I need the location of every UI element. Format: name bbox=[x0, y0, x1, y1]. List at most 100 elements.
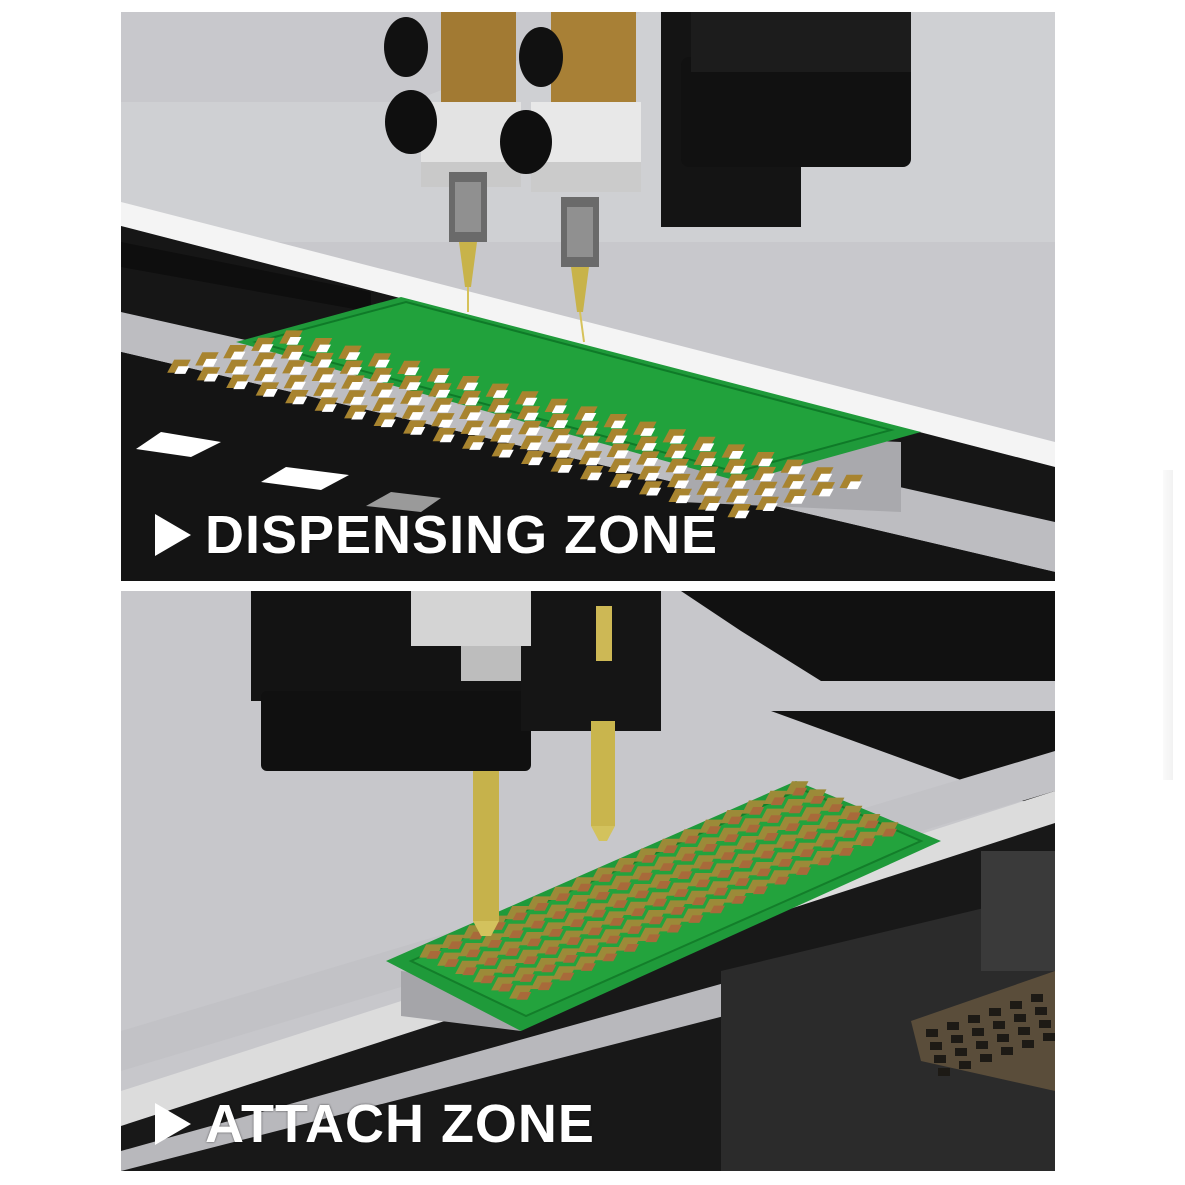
pcb-pad bbox=[671, 450, 687, 459]
pcb-pad bbox=[377, 389, 393, 398]
pcb-pad bbox=[259, 359, 275, 367]
pcb-pad bbox=[551, 911, 567, 919]
pcb-pad bbox=[554, 435, 570, 443]
pcb-pad bbox=[788, 805, 804, 814]
pcb-pad bbox=[645, 934, 661, 943]
pcb-pad bbox=[374, 359, 390, 368]
pcb-pad bbox=[623, 944, 639, 952]
play-arrow-icon bbox=[155, 514, 191, 556]
pcb-pad bbox=[530, 920, 546, 929]
pcb-pad bbox=[602, 953, 618, 962]
pcb-pad bbox=[612, 435, 628, 444]
pcb-pad bbox=[762, 503, 778, 511]
pcb-pad bbox=[320, 389, 336, 397]
pcb-pad bbox=[659, 863, 675, 871]
pcb-pad bbox=[781, 841, 797, 849]
pcb-pad bbox=[562, 955, 578, 963]
pcb-pad bbox=[544, 946, 560, 955]
pcb-pad bbox=[262, 389, 278, 397]
pcb-board bbox=[167, 297, 921, 519]
pcb-pad bbox=[727, 816, 743, 825]
pcb-pad bbox=[433, 375, 449, 383]
pcb-pad bbox=[553, 420, 569, 428]
pcb-pad bbox=[480, 975, 496, 984]
pcb-pad bbox=[494, 405, 510, 413]
pcb-pad bbox=[723, 834, 740, 843]
pcb-pad bbox=[467, 427, 483, 435]
pcb-pad bbox=[774, 876, 790, 885]
pcb-pad bbox=[541, 964, 557, 973]
pcb-pad bbox=[569, 919, 585, 928]
pcb-pad bbox=[407, 397, 423, 405]
pcb-pad bbox=[508, 930, 524, 939]
pcb-pad bbox=[587, 927, 603, 936]
pcb-pad bbox=[824, 822, 840, 830]
pcb-pad bbox=[286, 337, 302, 345]
pcb-pad bbox=[351, 411, 367, 420]
tray-cell bbox=[955, 1048, 967, 1056]
tray-cell bbox=[1018, 1027, 1030, 1035]
pcb-pad bbox=[728, 451, 744, 459]
tray-cell bbox=[1039, 1020, 1051, 1028]
pcb-pad bbox=[483, 957, 499, 966]
pcb-pad bbox=[716, 870, 733, 878]
pcb-pad bbox=[523, 956, 539, 965]
pcb-pad bbox=[670, 907, 686, 915]
pcb-pad bbox=[745, 824, 761, 833]
tray-cell bbox=[930, 1042, 942, 1050]
pcb-pad bbox=[345, 352, 361, 360]
pcb-pad bbox=[643, 458, 659, 466]
pcb-pad bbox=[634, 890, 650, 899]
pcb-pad bbox=[610, 420, 626, 429]
pcb-pad bbox=[817, 857, 833, 866]
pcb-pad bbox=[466, 412, 482, 421]
pcb-pad bbox=[464, 397, 480, 406]
tray-cell bbox=[997, 1034, 1009, 1042]
tray-cell bbox=[1001, 1047, 1013, 1055]
pcb-pad bbox=[587, 472, 603, 481]
pcb-pad bbox=[677, 871, 693, 880]
pcb-pad bbox=[317, 359, 333, 368]
pcb-pad bbox=[487, 940, 503, 948]
attach-zone-caption: ATTACH ZONE bbox=[155, 1093, 595, 1155]
pcb-pad bbox=[492, 390, 508, 398]
pcb-pad bbox=[498, 983, 514, 992]
pcb-pad bbox=[605, 935, 621, 944]
pcb-pad bbox=[465, 949, 481, 958]
pcb-pad bbox=[705, 503, 721, 511]
pcb-pad bbox=[662, 845, 679, 854]
pcb-pad bbox=[703, 488, 719, 496]
pcb-pad bbox=[666, 924, 682, 933]
pcb-pad bbox=[730, 465, 746, 474]
pcb-pad bbox=[615, 465, 631, 473]
pcb-pad bbox=[501, 966, 517, 974]
pcb-pad bbox=[698, 861, 715, 870]
pcb-pad bbox=[581, 413, 597, 421]
pcb-board bbox=[386, 781, 941, 1031]
tray-cell bbox=[968, 1015, 980, 1023]
pcb-pad bbox=[790, 496, 806, 504]
pcb-pad bbox=[795, 867, 812, 875]
pcb-pad bbox=[462, 967, 478, 976]
pcb-pad bbox=[641, 443, 657, 451]
tray-cell bbox=[1014, 1014, 1026, 1022]
pcb-pad bbox=[713, 887, 729, 896]
pcb-pad bbox=[566, 937, 582, 945]
tray-cell bbox=[1031, 994, 1043, 1002]
tray-cell bbox=[926, 1029, 938, 1037]
pcb-pad bbox=[230, 351, 246, 360]
pcb-pad bbox=[463, 382, 479, 391]
pcb-pad bbox=[758, 458, 774, 467]
pcb-pad bbox=[669, 435, 685, 444]
pcb-pad bbox=[842, 830, 858, 838]
pcb-pad bbox=[573, 901, 589, 910]
pcb-pad bbox=[290, 381, 306, 390]
pcb-pad bbox=[759, 473, 775, 482]
pcb-pad bbox=[702, 473, 718, 481]
pcb-pad bbox=[749, 807, 765, 815]
pcb-pad bbox=[512, 912, 528, 921]
pcb-pad bbox=[706, 826, 722, 834]
pcb-pad bbox=[700, 458, 716, 466]
pcb-pad bbox=[759, 850, 776, 859]
pcb-pad bbox=[525, 427, 541, 436]
